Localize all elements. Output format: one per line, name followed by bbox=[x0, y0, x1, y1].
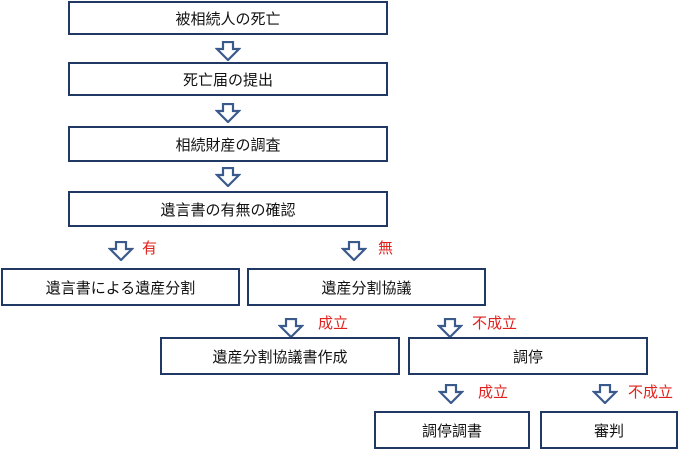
step-label: 遺産分割協議 bbox=[321, 278, 412, 297]
step-division-negotiation: 遺産分割協議 bbox=[247, 268, 486, 306]
step-mediation: 調停 bbox=[408, 337, 648, 375]
step-label: 審判 bbox=[593, 421, 624, 440]
down-arrow-icon bbox=[215, 167, 241, 187]
down-arrow-icon bbox=[438, 384, 464, 404]
down-arrow-icon bbox=[108, 241, 134, 261]
branch-label-mediation-failure: 不成立 bbox=[628, 383, 674, 401]
step-label: 遺産分割協議書作成 bbox=[212, 347, 348, 366]
branch-label-negotiation-failure: 不成立 bbox=[472, 314, 518, 332]
branch-label-will-absent: 無 bbox=[378, 239, 394, 257]
down-arrow-icon bbox=[592, 384, 618, 404]
step-death-notice: 死亡届の提出 bbox=[68, 62, 388, 96]
down-arrow-icon bbox=[278, 318, 304, 338]
step-division-agreement: 遺産分割協議書作成 bbox=[160, 337, 400, 375]
branch-label-negotiation-success: 成立 bbox=[318, 314, 349, 332]
step-label: 調停調書 bbox=[421, 421, 482, 440]
down-arrow-icon bbox=[215, 41, 241, 61]
step-estate-survey: 相続財産の調査 bbox=[68, 126, 388, 162]
step-label: 被相続人の死亡 bbox=[175, 9, 281, 28]
branch-label-will-exists: 有 bbox=[142, 239, 158, 257]
down-arrow-icon bbox=[437, 318, 463, 338]
step-will-check: 遺言書の有無の確認 bbox=[68, 191, 388, 227]
step-label: 死亡届の提出 bbox=[182, 70, 273, 89]
step-label: 遺言書の有無の確認 bbox=[160, 200, 296, 219]
branch-label-mediation-success: 成立 bbox=[478, 383, 509, 401]
down-arrow-icon bbox=[215, 103, 241, 123]
step-label: 遺言書による遺産分割 bbox=[45, 278, 196, 297]
step-label: 調停 bbox=[512, 347, 543, 366]
down-arrow-icon bbox=[341, 241, 367, 261]
step-label: 相続財産の調査 bbox=[175, 135, 281, 154]
step-adjudication: 審判 bbox=[540, 411, 678, 449]
step-mediation-record: 調停調書 bbox=[374, 411, 530, 449]
step-decedent-death: 被相続人の死亡 bbox=[68, 1, 388, 35]
step-will-division: 遺言書による遺産分割 bbox=[1, 268, 240, 306]
